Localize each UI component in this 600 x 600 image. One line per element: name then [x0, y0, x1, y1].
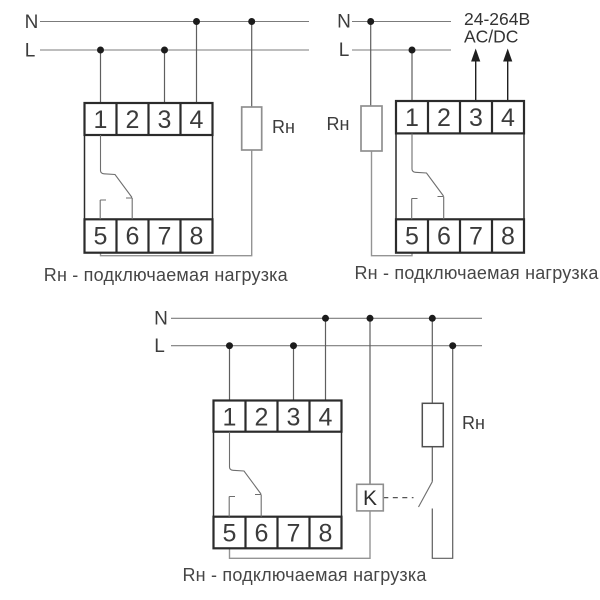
terminal-number: 6: [437, 222, 451, 250]
terminal-number: 7: [158, 222, 172, 250]
terminal-number: 8: [501, 222, 515, 250]
relay-device: [394, 99, 526, 254]
terminal-number: 5: [94, 222, 108, 250]
terminal-number: 4: [501, 104, 515, 132]
contact-to-phase-wire: [431, 345, 454, 559]
terminal-number: 3: [469, 104, 483, 132]
phase-label: L: [154, 336, 165, 357]
neutral-label: N: [337, 12, 351, 33]
terminal-number: 1: [94, 106, 108, 134]
load-resistor-label: Rн: [462, 413, 485, 433]
phase-label: L: [25, 41, 36, 62]
neutral-label: N: [25, 12, 39, 33]
terminal-dividers-bottom: [426, 219, 494, 253]
terminal-dividers-top: [115, 103, 182, 135]
neutral-label: N: [154, 309, 168, 330]
contactor-label: K: [363, 487, 377, 510]
up-arrow-icon: [471, 48, 481, 62]
connection-wires: [99, 21, 253, 257]
load-resistor-label: Rн: [272, 117, 295, 137]
supply-voltage-label: 24-264В: [464, 9, 530, 29]
junction-dots: [226, 314, 457, 350]
junction-dot: [290, 342, 297, 350]
junction-dot: [248, 18, 256, 25]
contact-blade: [418, 481, 433, 508]
load-return-wire: [370, 151, 413, 257]
terminal-dividers-bottom: [115, 219, 182, 253]
relay-device: [212, 399, 343, 550]
supply-type-label: AC/DC: [464, 27, 518, 47]
terminal-number: 6: [255, 520, 269, 548]
load-resistor-label: Rн: [327, 114, 350, 134]
terminal-number: 5: [405, 222, 419, 250]
caption: Rн - подключаемая нагрузка: [44, 265, 289, 285]
junction-dot: [449, 342, 457, 350]
device-body: [212, 430, 343, 518]
connection-wires: [228, 318, 454, 559]
terminal-number: 6: [126, 222, 140, 250]
diagram-2-lowvoltage: N L 24-264В AC/DC Rн 1 2 3 4 5 6 7 8 Rн …: [327, 9, 600, 283]
terminal-number: 7: [287, 520, 301, 548]
diagram-1-mains: N L Rн 1 2 3 4 5 6 7 8 Rн - подключаемая…: [25, 12, 309, 285]
junction-dot: [322, 314, 329, 322]
phase-label: L: [339, 40, 350, 61]
terminal-number: 8: [319, 520, 333, 548]
junction-dot: [428, 314, 436, 322]
diagram-1-labels: N L Rн 1 2 3 4 5 6 7 8 Rн - подключаемая…: [25, 12, 295, 285]
caption: Rн - подключаемая нагрузка: [354, 263, 599, 283]
relay-device: [83, 101, 214, 254]
junction-dot: [366, 314, 374, 322]
terminal-number: 5: [223, 520, 237, 548]
junction-dot: [226, 342, 233, 350]
caption: Rн - подключаемая нагрузка: [182, 565, 427, 585]
terminal-number: 4: [190, 106, 204, 134]
junction-dots: [97, 18, 256, 54]
terminal-number: 3: [287, 404, 301, 432]
junction-dot: [97, 46, 104, 54]
junction-dot: [408, 46, 416, 54]
coil-return-wire: [228, 511, 371, 559]
diagram-2-labels: N L 24-264В AC/DC Rн 1 2 3 4 5 6 7 8 Rн …: [327, 9, 600, 283]
device-body: [83, 134, 214, 221]
device-body: [395, 132, 525, 221]
terminal-number: 1: [223, 404, 237, 432]
bus-lines: [40, 20, 309, 51]
relay-contact-symbol: [99, 135, 133, 220]
terminal-dividers-bottom: [244, 516, 311, 549]
bus-lines: [171, 317, 482, 347]
terminal-number: 2: [255, 404, 269, 432]
terminal-number: 2: [437, 104, 451, 132]
junction-dots: [367, 18, 416, 54]
load-resistor: [360, 105, 383, 152]
relay-contact-symbol: [228, 431, 262, 517]
load-return-wire: [99, 150, 253, 257]
junction-dot: [193, 18, 200, 25]
terminal-number: 3: [158, 106, 172, 134]
contactor-box: [355, 483, 385, 512]
terminal-dividers-top: [426, 101, 494, 134]
junction-dot: [161, 46, 168, 54]
terminal-number: 1: [405, 104, 419, 132]
load-resistor: [421, 402, 445, 448]
bus-lines: [352, 20, 451, 51]
terminal-number: 7: [469, 222, 483, 250]
terminal-number: 8: [190, 222, 204, 250]
terminal-number: 4: [319, 404, 333, 432]
load-resistor: [240, 106, 263, 151]
terminal-dividers-top: [244, 400, 311, 432]
up-arrow-icon: [503, 48, 513, 62]
diagram-3-contactor: N L Rн K 1 2 3 4 5 6 7 8 Rн - подключаем…: [154, 309, 485, 586]
relay-contact-symbol: [411, 133, 445, 220]
supply-arrows: [471, 48, 513, 101]
connection-wires: [370, 21, 413, 257]
junction-dot: [367, 18, 375, 25]
diagram-3-labels: N L Rн K 1 2 3 4 5 6 7 8 Rн - подключаем…: [154, 309, 485, 586]
terminal-number: 2: [126, 106, 140, 134]
